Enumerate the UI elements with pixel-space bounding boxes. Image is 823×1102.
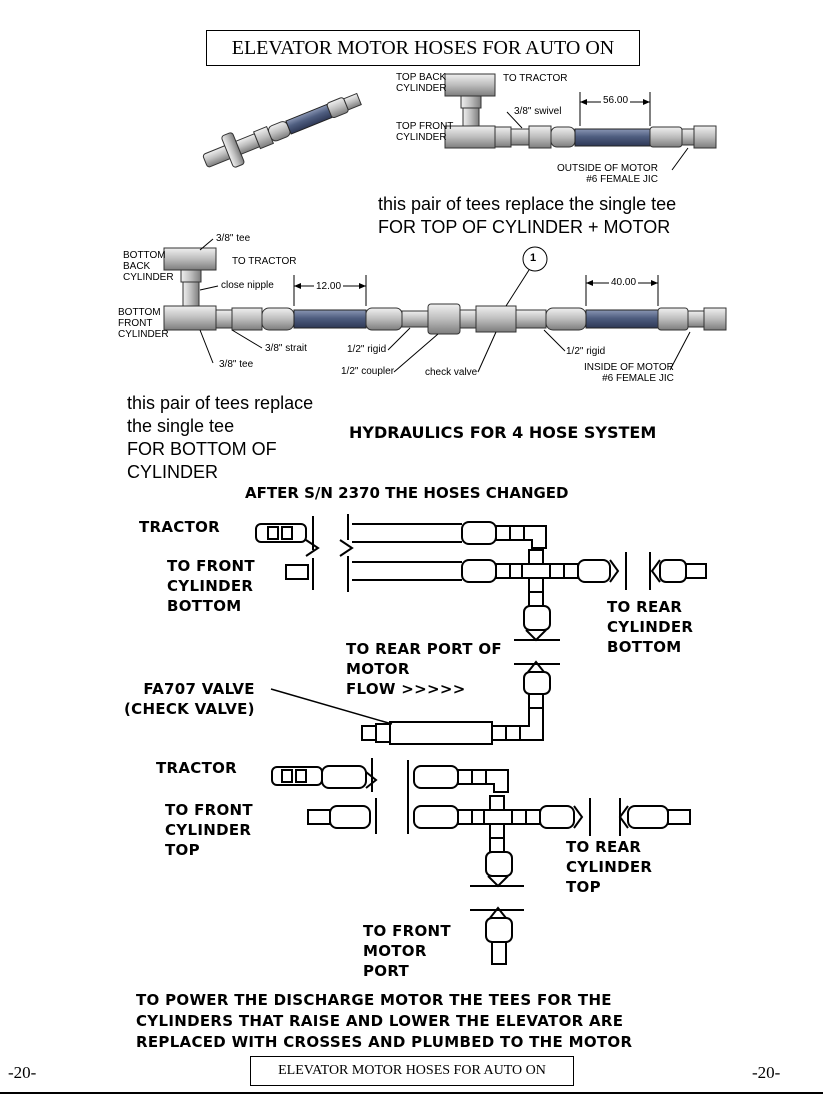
note-top-line1: this pair of tees replace the single tee [378, 194, 677, 214]
label-tee-bottom: 3/8" tee [219, 359, 254, 370]
page-number-right: -20- [752, 1063, 781, 1082]
label-tractor-1: TRACTOR [139, 518, 221, 536]
label-rear-cylinder-top: TO REAR CYLINDER TOP [566, 838, 653, 896]
label-bottom-front-cylinder: BOTTOM FRONT CYLINDER [118, 307, 169, 340]
label-swivel: 3/8" swivel [514, 106, 562, 117]
top-tee-assembly [444, 73, 717, 171]
page-title: ELEVATOR MOTOR HOSES FOR AUTO ON [206, 30, 640, 66]
page-number-left: -20- [8, 1063, 37, 1082]
label-dimension-56: 56.00 [601, 95, 631, 106]
note-bottom: this pair of tees replace the single tee… [127, 393, 314, 482]
label-dimension-12: 12.00 [314, 281, 344, 292]
label-rear-port-motor: TO REAR PORT OF MOTOR FLOW >>>>> [346, 640, 502, 698]
label-rigid-left: 1/2" rigid [347, 344, 387, 355]
label-fa707-valve: FA707 VALVE (CHECK VALVE) [124, 680, 255, 718]
system-title: HYDRAULICS FOR 4 HOSE SYSTEM [349, 423, 657, 442]
note-top-line2: FOR TOP OF CYLINDER + MOTOR [378, 217, 671, 237]
label-close-nipple: close nipple [221, 280, 274, 291]
label-top-back-cylinder: TOP BACK CYLINDER [396, 72, 447, 94]
label-check-valve: check valve [425, 367, 478, 378]
label-tractor-2: TRACTOR [156, 759, 238, 777]
valve-leader [270, 688, 393, 725]
footer-note: TO POWER THE DISCHARGE MOTOR THE TEES FO… [136, 991, 633, 1051]
label-rear-cylinder-bottom: TO REAR CYLINDER BOTTOM [607, 598, 694, 656]
isometric-hose-render [202, 92, 362, 168]
label-inside-motor: INSIDE OF MOTOR #6 FEMALE JIC [584, 362, 674, 384]
label-front-cylinder-bottom: TO FRONT CYLINDER BOTTOM [167, 557, 255, 615]
label-strait: 3/8" strait [265, 343, 307, 354]
label-top-front-cylinder: TOP FRONT CYLINDER [396, 121, 454, 143]
label-outside-motor: OUTSIDE OF MOTOR #6 FEMALE JIC [557, 163, 658, 185]
label-front-motor-port: TO FRONT MOTOR PORT [363, 922, 451, 980]
label-rigid-right: 1/2" rigid [566, 346, 606, 357]
footer-title: ELEVATOR MOTOR HOSES FOR AUTO ON [250, 1056, 574, 1086]
bottom-tee-assembly [163, 238, 727, 373]
label-top-to-tractor: TO TRACTOR [503, 73, 568, 84]
label-bottom-to-tractor: TO TRACTOR [232, 256, 297, 267]
label-bottom-back-cylinder: BOTTOM BACK CYLINDER [123, 250, 174, 283]
label-dimension-40: 40.00 [609, 277, 639, 288]
four-hose-schematic [255, 514, 707, 965]
system-subtitle: AFTER S/N 2370 THE HOSES CHANGED [245, 484, 569, 502]
label-front-cylinder-top: TO FRONT CYLINDER TOP [165, 801, 253, 859]
label-tee-top: 3/8" tee [216, 233, 251, 244]
label-coupler: 1/2" coupler [341, 366, 395, 377]
callout-1: 1 [530, 252, 537, 264]
